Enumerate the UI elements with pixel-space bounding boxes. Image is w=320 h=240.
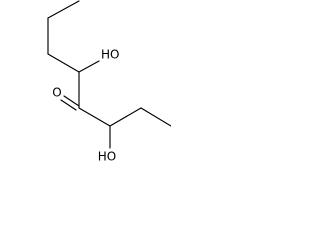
bond-c4-oh-upper [78,60,100,73]
molecule-diagram: HO O HO [47,0,171,164]
bond-c5-c6 [78,107,111,127]
bond-c6-c7 [109,107,142,127]
bond-c5-o-double-b [63,95,80,107]
bond-c5-o-double-a [60,99,77,111]
bond-c7-c8 [140,107,171,127]
bond-c1-c2 [47,0,80,19]
bond-c3-c4 [47,53,80,73]
hydroxyl-label-upper: HO [101,48,119,62]
hydroxyl-label-lower: HO [98,150,116,164]
carbonyl-oxygen-label: O [52,86,61,100]
